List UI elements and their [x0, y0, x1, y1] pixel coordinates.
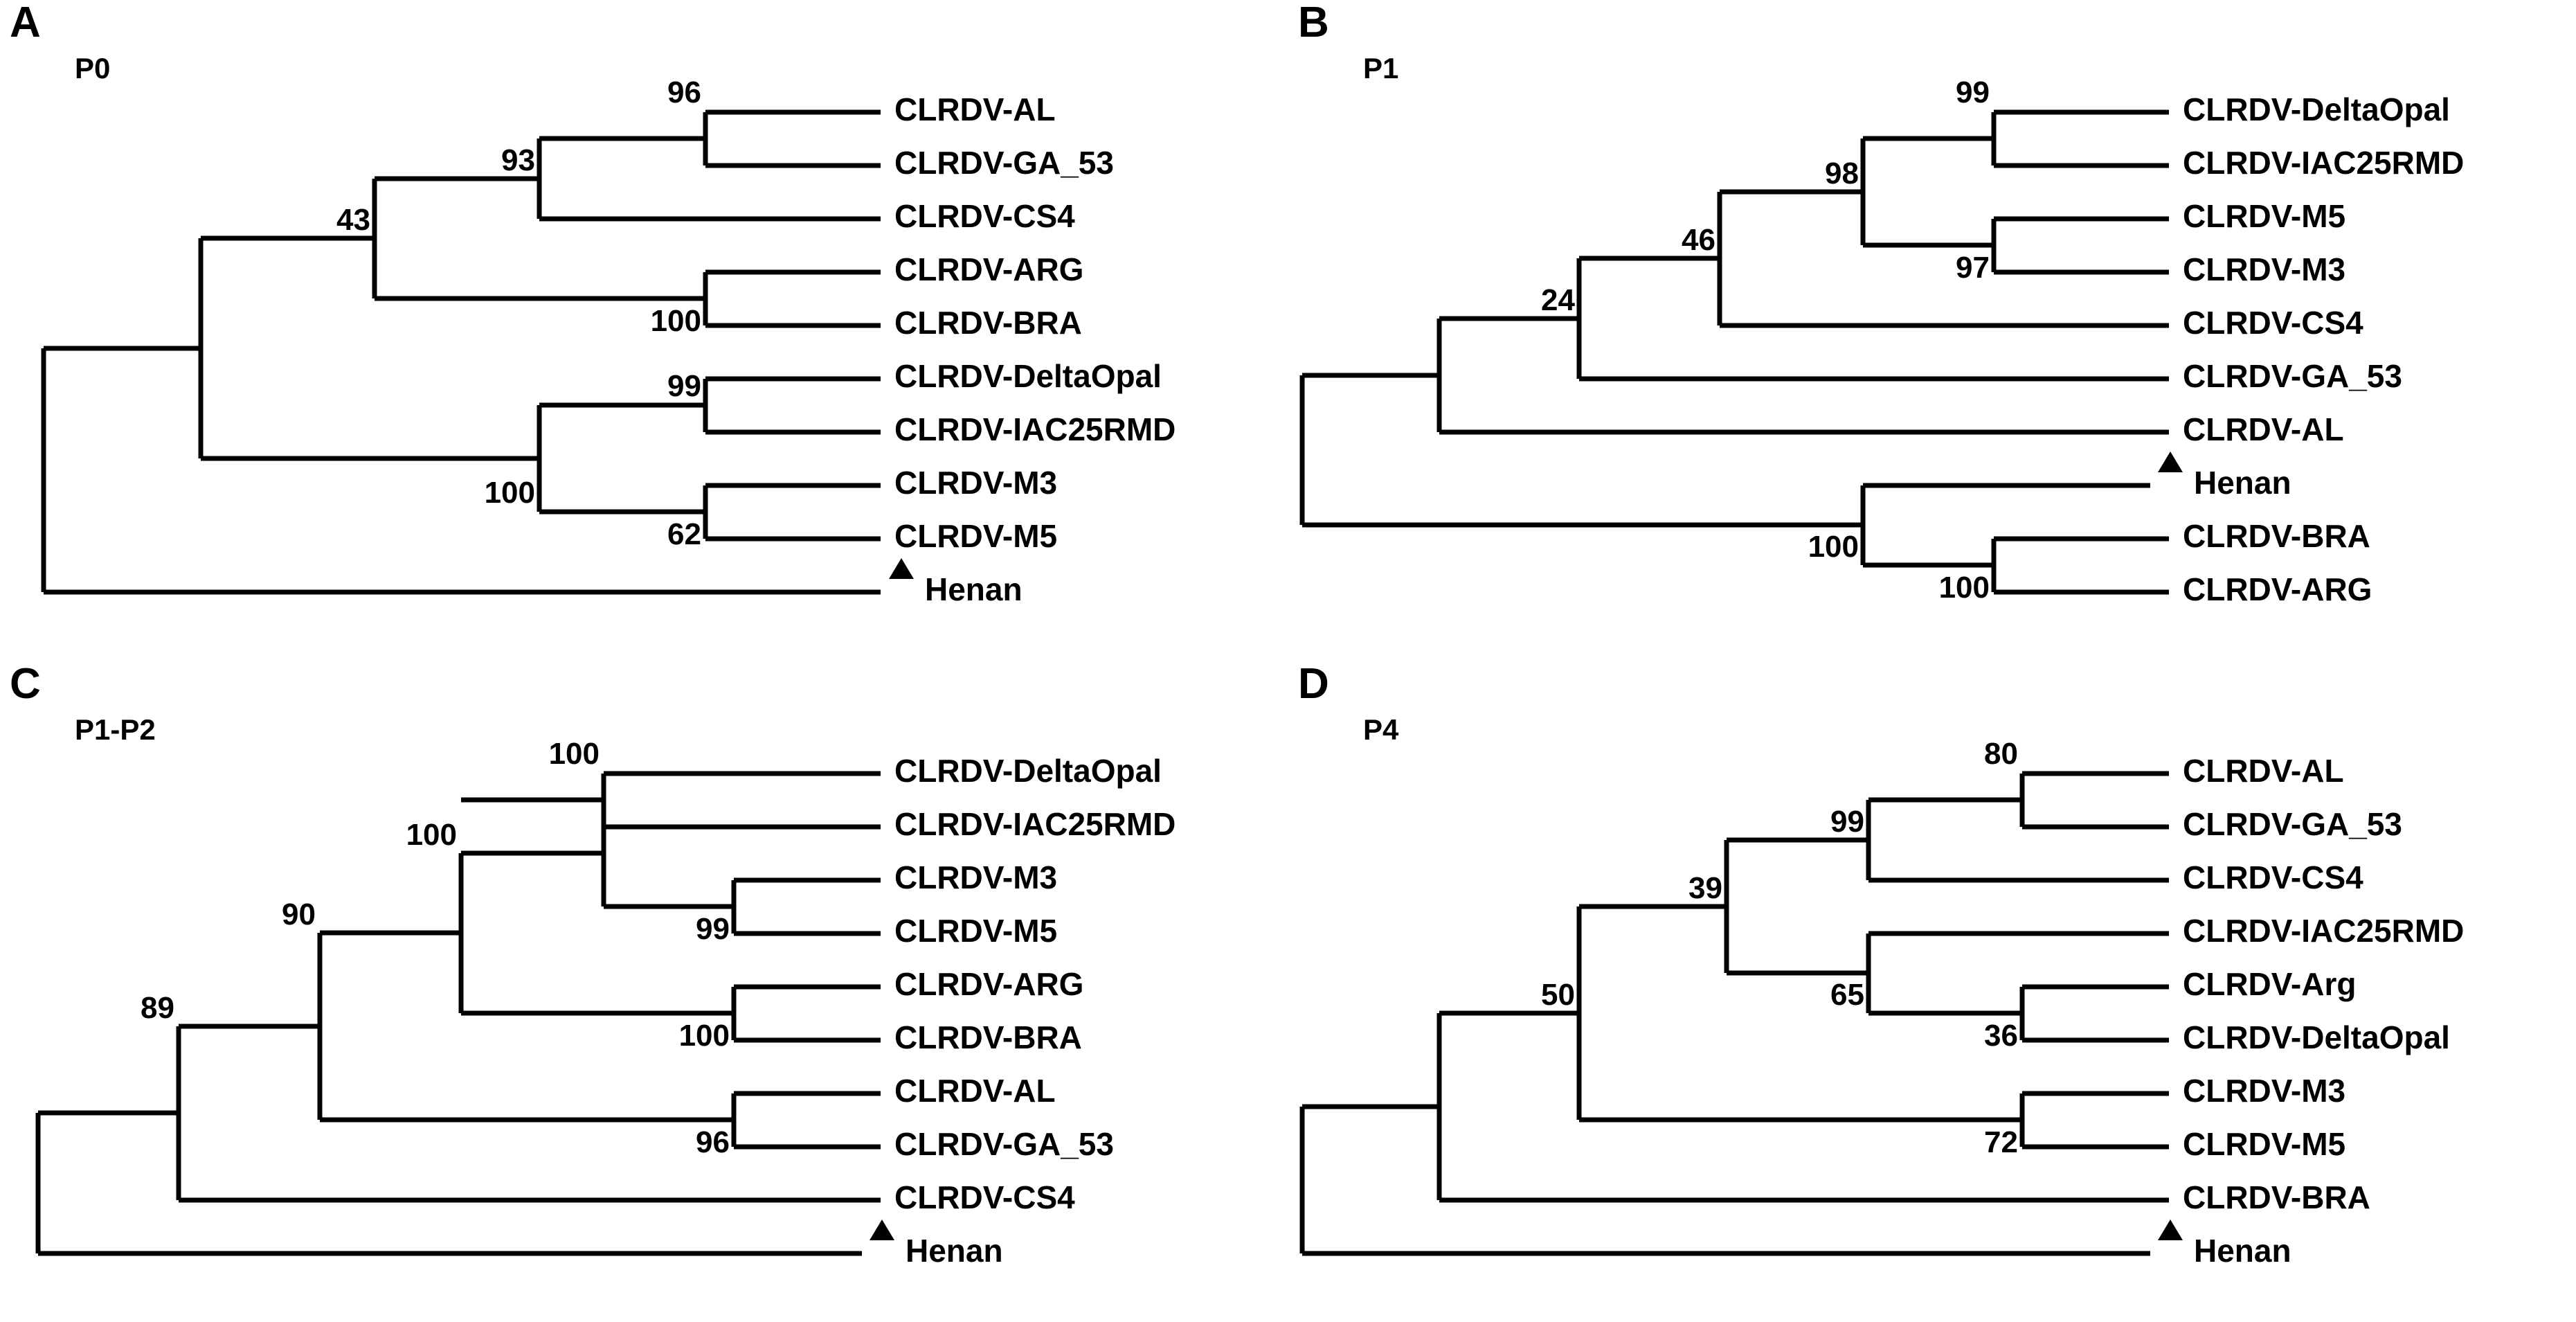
bootstrap-value: 100	[651, 304, 701, 338]
tip-label: CLRDV-M3	[2183, 1073, 2345, 1109]
bootstrap-value: 96	[667, 75, 701, 109]
tip-label: CLRDV-AL	[2183, 411, 2344, 447]
tip-label: CLRDV-DeltaOpal	[894, 753, 1162, 789]
henan-triangle-icon	[889, 558, 914, 579]
tip-label: CLRDV-CS4	[2183, 859, 2363, 895]
tip-label: CLRDV-BRA	[894, 1019, 1082, 1055]
bootstrap-value: 100	[1808, 530, 1859, 564]
tip-label: CLRDV-M5	[2183, 1126, 2345, 1162]
tip-label-outgroup: Henan	[2194, 1233, 2291, 1269]
tip-label: CLRDV-CS4	[894, 198, 1075, 234]
bootstrap-value: 36	[1984, 1019, 2018, 1053]
panel-b: B P1	[1288, 0, 2576, 661]
bootstrap-value: 99	[696, 912, 730, 946]
tip-label: CLRDV-GA_53	[2183, 358, 2402, 394]
henan-triangle-icon	[2158, 452, 2183, 472]
tip-label: CLRDV-IAC25RMD	[2183, 913, 2464, 949]
panel-letter-c: C	[10, 660, 41, 708]
bootstrap-value: 99	[1956, 75, 1990, 109]
bootstrap-value: 99	[667, 369, 701, 403]
bootstrap-value: 89	[141, 991, 174, 1025]
tip-label: CLRDV-M3	[2183, 251, 2345, 287]
bootstrap-value: 93	[501, 143, 535, 177]
tip-label: CLRDV-Arg	[2183, 966, 2356, 1002]
tip-label: CLRDV-AL	[2183, 753, 2344, 789]
panel-c: C P1-P2	[0, 661, 1288, 1322]
tip-label: CLRDV-M3	[894, 465, 1057, 501]
panel-d: D P4	[1288, 661, 2576, 1322]
henan-triangle-icon	[870, 1220, 894, 1240]
panel-a: A P0	[0, 0, 1288, 661]
bootstrap-value: 90	[282, 897, 316, 931]
tip-label-outgroup: Henan	[2194, 465, 2291, 501]
panel-letter-b: B	[1298, 0, 1329, 46]
bootstrap-value: 96	[696, 1125, 730, 1159]
panel-letter-a: A	[10, 0, 41, 46]
tip-label: CLRDV-GA_53	[894, 1126, 1114, 1162]
bootstrap-value: 50	[1541, 978, 1575, 1012]
tip-label: CLRDV-BRA	[2183, 1179, 2370, 1215]
tip-label: CLRDV-ARG	[2183, 571, 2372, 607]
tip-label: CLRDV-CS4	[894, 1179, 1075, 1215]
tip-label-outgroup: Henan	[906, 1233, 1003, 1269]
tip-label: CLRDV-ARG	[894, 251, 1083, 287]
bootstrap-value: 72	[1984, 1125, 2018, 1159]
bootstrap-value: 43	[336, 203, 370, 237]
cladogram-a: 96 93 43 100 99 100 62 CLRDV-AL CLRDV-GA…	[41, 75, 1176, 607]
tip-label: CLRDV-CS4	[2183, 305, 2363, 341]
tip-label: CLRDV-ARG	[894, 966, 1083, 1002]
tip-label: CLRDV-IAC25RMD	[894, 806, 1176, 842]
panel-gene-label-a: P0	[75, 52, 111, 84]
bootstrap-value: 39	[1688, 871, 1722, 905]
bootstrap-value: 100	[549, 737, 600, 771]
tip-label: CLRDV-M5	[2183, 198, 2345, 234]
tip-label: CLRDV-DeltaOpal	[894, 358, 1162, 394]
bootstrap-value: 80	[1984, 737, 2018, 771]
bootstrap-value: 24	[1541, 283, 1575, 317]
tip-label: CLRDV-GA_53	[2183, 806, 2402, 842]
cladogram-d: 80 99 39 65 36 50 72 CLRDV-AL CLRDV-GA_5…	[1299, 737, 2464, 1269]
tip-label: CLRDV-AL	[894, 1073, 1056, 1109]
panel-gene-label-c: P1-P2	[75, 713, 156, 746]
bootstrap-value: 100	[679, 1019, 730, 1053]
tip-label: CLRDV-BRA	[894, 305, 1082, 341]
henan-triangle-icon	[2158, 1220, 2183, 1240]
bootstrap-value: 46	[1682, 223, 1715, 257]
cladogram-c: 100 100 99 90 100 89 96 CLRDV-DeltaOpal …	[35, 737, 1176, 1269]
tip-label: CLRDV-M5	[894, 518, 1057, 554]
tip-label: CLRDV-M5	[894, 913, 1057, 949]
bootstrap-value: 97	[1956, 251, 1990, 285]
bootstrap-value: 62	[667, 517, 701, 551]
tip-label: CLRDV-IAC25RMD	[2183, 145, 2464, 181]
tip-label: CLRDV-GA_53	[894, 145, 1114, 181]
tip-label: CLRDV-M3	[894, 859, 1057, 895]
tip-label: CLRDV-BRA	[2183, 518, 2370, 554]
tip-label: CLRDV-AL	[894, 91, 1056, 127]
cladogram-b: 99 98 97 46 24 100 100 CLRDV-DeltaOpal C…	[1299, 75, 2464, 607]
bootstrap-value: 100	[406, 818, 457, 852]
bootstrap-value: 65	[1830, 978, 1864, 1012]
panel-letter-d: D	[1298, 660, 1329, 708]
bootstrap-value: 100	[485, 476, 535, 510]
tip-label-outgroup: Henan	[925, 571, 1023, 607]
bootstrap-value: 100	[1939, 571, 1990, 605]
tip-label: CLRDV-DeltaOpal	[2183, 1019, 2450, 1055]
tip-label: CLRDV-DeltaOpal	[2183, 91, 2450, 127]
panel-gene-label-d: P4	[1363, 713, 1399, 746]
tip-label: CLRDV-IAC25RMD	[894, 411, 1176, 447]
bootstrap-value: 98	[1825, 157, 1859, 190]
bootstrap-value: 99	[1830, 805, 1864, 839]
panel-gene-label-b: P1	[1363, 52, 1399, 84]
